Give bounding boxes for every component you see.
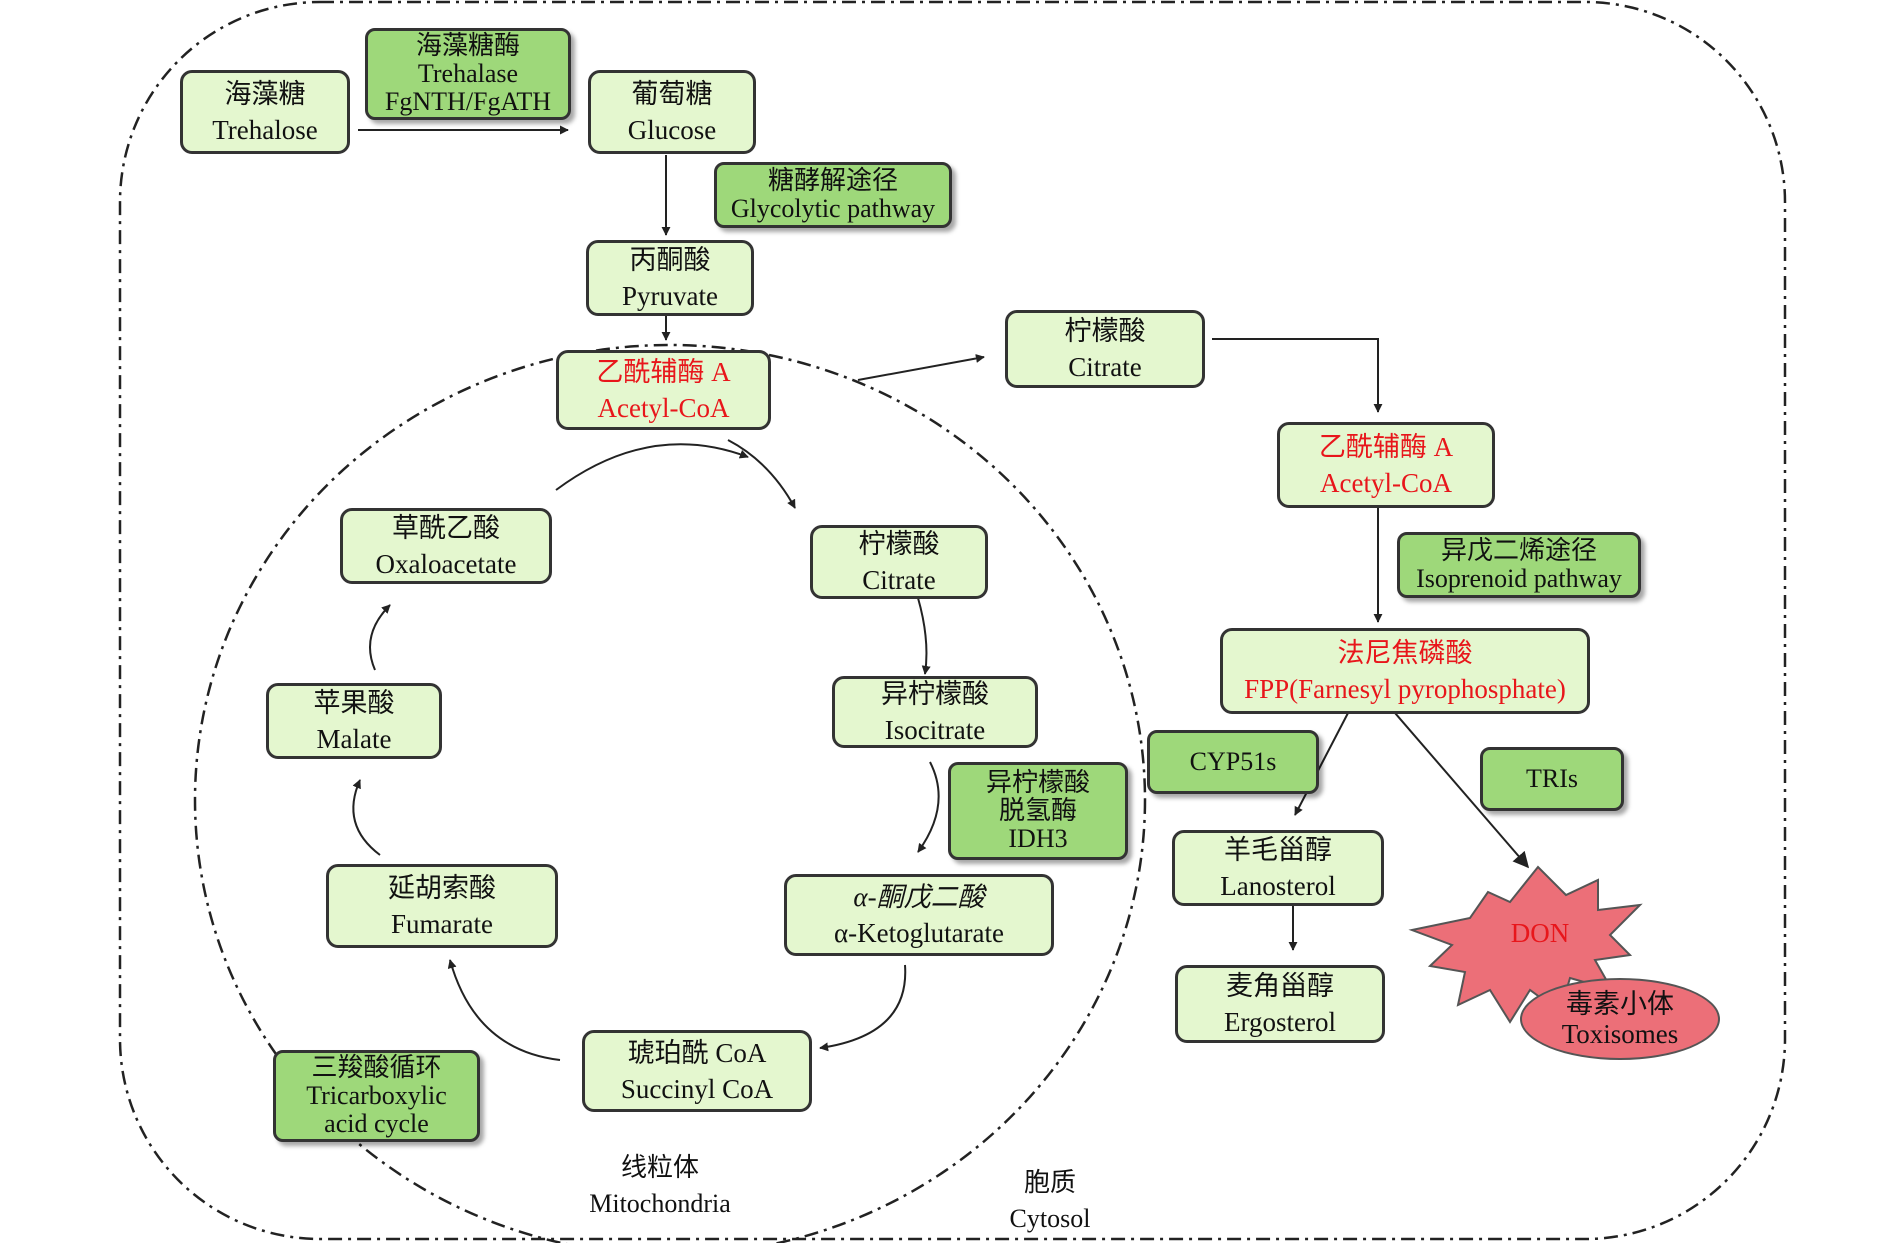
node-acetyl-coa-mito: 乙酰辅酶 A Acetyl-CoA [556, 350, 771, 430]
node-lanosterol: 羊毛甾醇 Lanosterol [1172, 830, 1384, 906]
arrow-acetylcoa-citrate-cyto [857, 354, 985, 381]
enzyme-tca-cycle: 三羧酸循环 Tricarboxylic acid cycle [273, 1050, 480, 1142]
node-ketoglutarate-zh: α-酮戊二酸 [853, 882, 985, 912]
label-mitochondria-en: Mitochondria [589, 1189, 731, 1218]
node-trehalose: 海藻糖 Trehalose [180, 70, 350, 154]
node-fumarate: 延胡索酸 Fumarate [326, 864, 558, 948]
node-succinyl-coa-zh: 琥珀酰 CoA [627, 1038, 767, 1068]
arrow-acetylcoa-citrate-mito [727, 439, 796, 509]
node-succinyl-coa-en: Succinyl CoA [620, 1074, 774, 1104]
node-malate: 苹果酸 Malate [266, 683, 442, 759]
enzyme-idh3-line1: 异柠檬酸 [985, 768, 1090, 797]
enzyme-glycolytic: 糖酵解途径 Glycolytic pathway [714, 162, 952, 228]
enzyme-isoprenoid-line1: 异戊二烯途径 [1440, 536, 1597, 565]
arrow-fpp-don [1394, 712, 1530, 869]
node-citrate-cytosol: 柠檬酸 Citrate [1005, 310, 1205, 388]
node-fpp: 法尼焦磷酸 FPP(Farnesyl pyrophosphate) [1220, 628, 1590, 714]
node-pyruvate-en: Pyruvate [622, 281, 718, 311]
toxisomes-zh: 毒素小体 [1566, 989, 1674, 1019]
node-fpp-zh: 法尼焦磷酸 [1337, 638, 1473, 668]
enzyme-glycolytic-line2: Glycolytic pathway [730, 194, 936, 223]
node-trehalose-en: Trehalose [212, 115, 318, 145]
node-citrate-mito-en: Citrate [862, 565, 936, 595]
toxisomes-oval: 毒素小体 Toxisomes [1520, 978, 1720, 1060]
don-label: DON [1510, 918, 1570, 948]
enzyme-tris-line1: TRIs [1526, 764, 1578, 793]
node-pyruvate: 丙酮酸 Pyruvate [586, 240, 754, 316]
node-trehalose-zh: 海藻糖 [224, 79, 306, 109]
label-cytosol-en: Cytosol [1009, 1204, 1091, 1233]
node-malate-zh: 苹果酸 [313, 688, 395, 718]
enzyme-isoprenoid: 异戊二烯途径 Isoprenoid pathway [1397, 532, 1641, 598]
label-mitochondria-zh: 线粒体 [620, 1153, 699, 1182]
toxisomes-en: Toxisomes [1561, 1019, 1679, 1049]
enzyme-trehalase-line2: Trehalase [417, 59, 519, 88]
arrow-malate-oxaloacetate [369, 604, 391, 671]
arrow-isocitrate-ketoglutarate [917, 761, 940, 853]
node-ketoglutarate-en: α-Ketoglutarate [833, 918, 1005, 948]
enzyme-tca-cycle-line2: Tricarboxylic [306, 1081, 447, 1110]
mitochondria-boundary [193, 343, 1147, 1243]
enzyme-isoprenoid-line2: Isoprenoid pathway [1416, 564, 1622, 593]
arrow-fpp-lanosterol [1294, 712, 1349, 816]
enzyme-trehalase-line1: 海藻糖酶 [415, 31, 520, 60]
arrow-succinyl-fumarate [447, 959, 561, 1061]
enzyme-glycolytic-line1: 糖酵解途径 [767, 166, 898, 195]
node-citrate-mito: 柠檬酸 Citrate [810, 525, 988, 599]
don-starburst [1408, 865, 1643, 1024]
node-ketoglutarate: α-酮戊二酸 α-Ketoglutarate [784, 874, 1054, 956]
arrow-fumarate-malate [352, 779, 381, 856]
enzyme-idh3: 异柠檬酸 脱氢酶 IDH3 [948, 762, 1128, 860]
node-acetyl-coa-cytosol-zh: 乙酰辅酶 A [1318, 432, 1454, 462]
node-succinyl-coa: 琥珀酰 CoA Succinyl CoA [582, 1030, 812, 1112]
node-oxaloacetate-zh: 草酰乙酸 [392, 513, 500, 543]
node-ergosterol-en: Ergosterol [1224, 1007, 1336, 1037]
enzyme-cyp51s-line1: CYP51s [1189, 747, 1277, 776]
enzyme-tca-cycle-line1: 三羧酸循环 [311, 1053, 442, 1082]
node-isocitrate-zh: 异柠檬酸 [881, 679, 989, 709]
cell-boundary [118, 0, 1787, 1241]
node-glucose-zh: 葡萄糖 [631, 79, 713, 109]
node-acetyl-coa-cytosol-en: Acetyl-CoA [1320, 468, 1452, 498]
node-citrate-cytosol-zh: 柠檬酸 [1064, 316, 1146, 346]
node-lanosterol-en: Lanosterol [1220, 871, 1336, 901]
enzyme-tris: TRIs [1480, 747, 1624, 811]
enzyme-idh3-line3: IDH3 [1008, 824, 1068, 853]
node-oxaloacetate-en: Oxaloacetate [375, 549, 517, 579]
node-ergosterol-zh: 麦角甾醇 [1226, 971, 1334, 1001]
node-malate-en: Malate [316, 724, 392, 754]
node-lanosterol-zh: 羊毛甾醇 [1224, 835, 1332, 865]
node-citrate-mito-zh: 柠檬酸 [858, 529, 940, 559]
enzyme-tca-cycle-line3: acid cycle [324, 1109, 429, 1138]
node-isocitrate-en: Isocitrate [884, 715, 986, 745]
node-fpp-en: FPP(Farnesyl pyrophosphate) [1244, 674, 1566, 704]
arrow-citrate-acetylcoa-cyto [1212, 338, 1383, 413]
node-fumarate-en: Fumarate [391, 909, 493, 939]
arrow-oxaloacetate-citrate [555, 443, 749, 491]
node-ergosterol: 麦角甾醇 Ergosterol [1175, 965, 1385, 1043]
label-cytosol: 胞质 Cytosol [960, 1165, 1140, 1237]
node-pyruvate-zh: 丙酮酸 [629, 245, 711, 275]
node-acetyl-coa-cytosol: 乙酰辅酶 A Acetyl-CoA [1277, 422, 1495, 508]
arrow-ketoglutarate-succinyl [819, 964, 907, 1052]
node-oxaloacetate: 草酰乙酸 Oxaloacetate [340, 508, 552, 584]
label-cytosol-zh: 胞质 [1023, 1168, 1076, 1197]
enzyme-trehalase: 海藻糖酶 Trehalase FgNTH/FgATH [365, 28, 571, 120]
enzyme-trehalase-line3: FgNTH/FgATH [384, 87, 552, 116]
node-citrate-cytosol-en: Citrate [1068, 352, 1142, 382]
node-acetyl-coa-mito-en: Acetyl-CoA [597, 393, 730, 423]
node-fumarate-zh: 延胡索酸 [388, 873, 496, 903]
enzyme-cyp51s: CYP51s [1147, 730, 1319, 794]
arrow-citrate-isocitrate [917, 597, 931, 675]
enzyme-idh3-line2: 脱氢酶 [998, 796, 1077, 825]
node-glucose-en: Glucose [627, 115, 717, 145]
label-mitochondria: 线粒体 Mitochondria [560, 1150, 760, 1222]
node-glucose: 葡萄糖 Glucose [588, 70, 756, 154]
node-isocitrate: 异柠檬酸 Isocitrate [832, 676, 1038, 748]
node-acetyl-coa-mito-zh: 乙酰辅酶 A [596, 357, 731, 387]
